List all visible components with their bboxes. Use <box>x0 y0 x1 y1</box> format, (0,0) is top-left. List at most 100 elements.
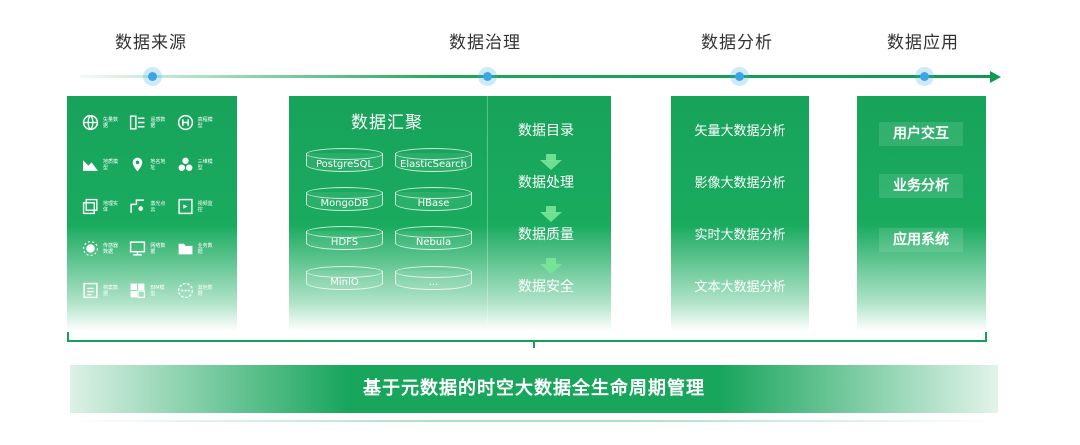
governance-step: 数据安全 <box>518 279 574 295</box>
down-arrow-icon <box>540 154 562 170</box>
source-item-label: 业务数据 <box>197 242 213 255</box>
location-pin-icon <box>128 156 147 173</box>
scope-bracket-tick <box>533 342 535 348</box>
timeline-dot-application <box>915 67 934 86</box>
bim-icon <box>128 282 147 299</box>
application-panel: 用户交互 业务分析 应用系统 <box>857 96 986 331</box>
source-item-label: 地名地址 <box>150 158 166 171</box>
monitor-doc-icon <box>176 198 195 215</box>
source-item-label: 三维模型 <box>197 158 213 171</box>
source-item: 视频监控 <box>176 196 223 217</box>
source-item-label: 网络数据 <box>150 242 166 255</box>
analysis-item: 文本大数据分析 <box>694 280 786 295</box>
cylinder-body <box>306 153 383 172</box>
source-item: 地名地址 <box>128 154 175 175</box>
cylinder-body <box>395 153 472 172</box>
scope-bracket <box>67 332 987 342</box>
database-label: ... <box>428 277 439 288</box>
database-label: MongoDB <box>320 198 369 209</box>
cylinder-body <box>395 192 472 211</box>
source-item: 地理实体 <box>81 196 128 217</box>
source-item: BIM模型 <box>128 280 175 301</box>
cylinder-body <box>306 271 383 290</box>
database-label: ElasticSearch <box>400 159 467 170</box>
sensor-icon <box>81 240 100 257</box>
screen-icon <box>128 240 147 257</box>
timeline-dot-analysis <box>730 67 749 86</box>
analysis-item: 影像大数据分析 <box>694 176 786 191</box>
cylinder-body <box>306 231 383 250</box>
cylinder-body <box>395 231 472 250</box>
source-item: 地质模型 <box>81 154 128 175</box>
source-item-label: 遥感数据 <box>150 116 166 129</box>
source-item: 传感器数据 <box>81 238 128 259</box>
database-label: MinIO <box>330 277 359 288</box>
source-item-label: 矢量数据 <box>103 116 119 129</box>
stage-label-application: 数据应用 <box>887 33 959 53</box>
more-icon <box>176 282 195 299</box>
analysis-item: 矢量大数据分析 <box>694 124 786 139</box>
timeline-dot-governance <box>478 67 497 86</box>
database-label: HDFS <box>330 237 359 248</box>
source-item: 档案数据 <box>81 280 128 301</box>
governance-step: 数据处理 <box>518 175 574 191</box>
globe-icon <box>81 114 100 131</box>
database-label: HBase <box>417 198 450 209</box>
source-item: 其他数据 <box>176 280 223 301</box>
stage-label-analysis: 数据分析 <box>701 33 773 53</box>
source-item: 业务数据 <box>176 238 223 259</box>
source-item-label: 视频监控 <box>197 200 213 213</box>
source-item: 激光点云 <box>128 196 175 217</box>
source-item-label: 高程模型 <box>197 116 213 129</box>
source-item: 网络数据 <box>128 238 175 259</box>
database-cylinder: ElasticSearch <box>395 148 472 174</box>
source-item-label: 激光点云 <box>150 200 166 213</box>
governance-divider <box>487 96 488 324</box>
source-item-label: 其他数据 <box>197 284 213 297</box>
cylinder-body <box>395 271 472 290</box>
source-grid: 矢量数据 遥感数据 高程模型地质模型 地名地址 三维模型地理实体 激光点云 视频监控传感器数… <box>81 112 223 301</box>
application-item: 用户交互 <box>879 122 963 146</box>
cubes-icon <box>176 156 195 173</box>
layers-icon <box>81 198 100 215</box>
list-icon <box>128 114 147 131</box>
mountain-icon <box>81 156 100 173</box>
cylinder-body <box>306 192 383 211</box>
source-panel: 矢量数据 遥感数据 高程模型地质模型 地名地址 三维模型地理实体 激光点云 视频监控传感器数… <box>67 96 237 331</box>
document-icon <box>81 282 100 299</box>
lifecycle-banner-text: 基于元数据的时空大数据全生命周期管理 <box>363 378 705 399</box>
source-item: 遥感数据 <box>128 112 175 133</box>
source-item-label: BIM模型 <box>150 284 165 297</box>
elevation-icon <box>176 114 195 131</box>
down-arrow-icon <box>540 258 562 274</box>
database-label: PostgreSQL <box>315 159 374 170</box>
source-item-label: 档案数据 <box>103 284 119 297</box>
aggregation-title: 数据汇聚 <box>351 113 423 133</box>
timeline-arrow-icon <box>990 71 1001 83</box>
source-item: 三维模型 <box>176 154 223 175</box>
source-item-label: 传感器数据 <box>103 242 119 255</box>
timeline <box>80 75 992 78</box>
application-item: 应用系统 <box>879 228 963 252</box>
stage-label-source: 数据来源 <box>115 33 187 53</box>
timeline-dot-source <box>143 67 162 86</box>
application-item: 业务分析 <box>879 174 963 198</box>
source-item-label: 地质模型 <box>103 158 119 171</box>
source-item: 高程模型 <box>176 112 223 133</box>
down-arrow-icon <box>540 206 562 222</box>
database-cylinder: ... <box>395 266 472 292</box>
database-cylinder: Nebula <box>395 226 472 252</box>
database-cylinder: PostgreSQL <box>306 148 383 174</box>
database-cylinder: MongoDB <box>306 187 383 213</box>
source-item: 矢量数据 <box>81 112 128 133</box>
analysis-panel: 矢量大数据分析 影像大数据分析 实时大数据分析 文本大数据分析 <box>671 96 809 331</box>
governance-step: 数据质量 <box>518 227 574 243</box>
source-item-label: 地理实体 <box>103 200 119 213</box>
governance-step: 数据目录 <box>518 123 574 139</box>
point-cloud-icon <box>128 198 147 215</box>
banner-underline <box>70 420 998 422</box>
folder-icon <box>176 240 195 257</box>
database-cylinder: HBase <box>395 187 472 213</box>
database-cylinder: MinIO <box>306 266 383 292</box>
